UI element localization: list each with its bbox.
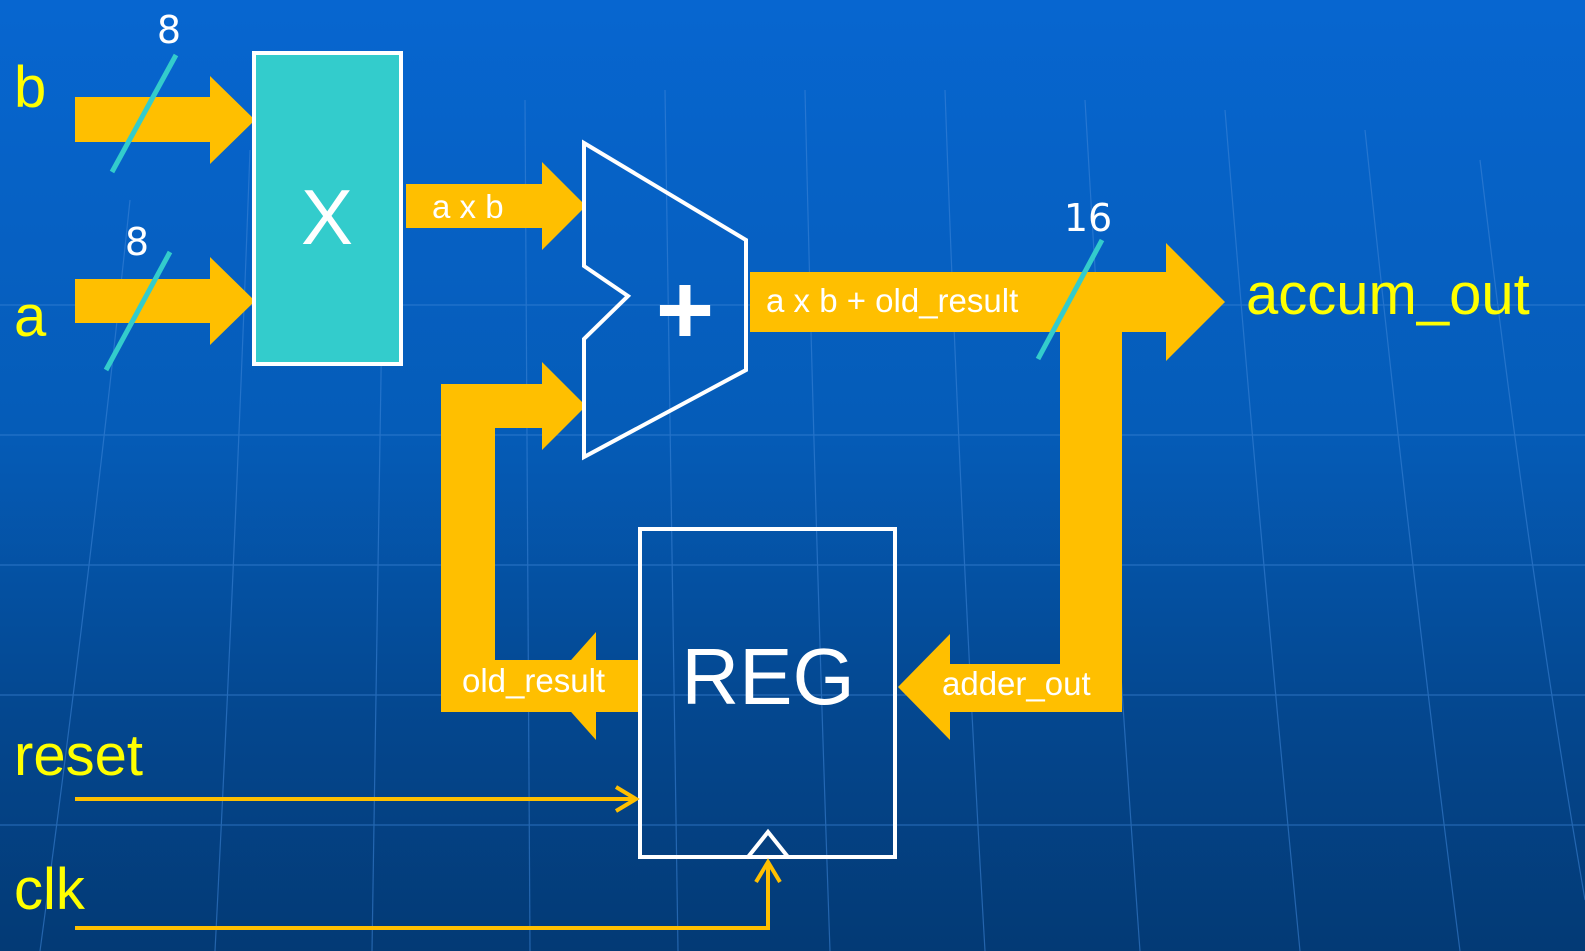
accum-out-label: accum_out bbox=[1246, 262, 1530, 327]
old-result-arrowhead bbox=[548, 632, 640, 740]
adder-block bbox=[582, 139, 748, 461]
clk-wire bbox=[75, 862, 770, 930]
clock-triangle-icon bbox=[746, 828, 790, 859]
product-label: a x b bbox=[432, 188, 504, 225]
out-width-slash bbox=[1035, 238, 1105, 361]
reset-label: reset bbox=[14, 723, 143, 788]
register-block bbox=[638, 527, 897, 859]
reset-arrowhead bbox=[614, 785, 640, 813]
old-result-label: old_result bbox=[462, 662, 605, 699]
bus-b-arrow bbox=[75, 76, 255, 164]
out-width: 16 bbox=[1064, 196, 1112, 240]
feedback-bus bbox=[441, 384, 640, 712]
register-label: REG bbox=[681, 632, 854, 721]
adder-symbol: + bbox=[656, 254, 714, 366]
adder-out-arrowhead bbox=[898, 634, 950, 740]
bus-a-width-slash bbox=[103, 250, 173, 372]
adder-out-label: adder_out bbox=[942, 665, 1091, 702]
bus-b-width: 8 bbox=[157, 8, 181, 52]
multiplier-block bbox=[252, 51, 403, 366]
bus-b-width-slash bbox=[109, 53, 179, 174]
clk-label: clk bbox=[14, 857, 86, 922]
input-a-label: a bbox=[14, 284, 47, 349]
input-b-label: b bbox=[14, 55, 46, 120]
feedback-arrow-into-adder bbox=[493, 362, 586, 450]
multiplier-symbol: X bbox=[301, 173, 353, 261]
adder-out-feedback-bus bbox=[945, 320, 1122, 712]
bus-a-width: 8 bbox=[125, 220, 149, 264]
product-bus-arrow bbox=[406, 162, 586, 250]
background-grid bbox=[0, 89, 1585, 951]
bus-a-arrow bbox=[75, 257, 255, 345]
clk-arrowhead bbox=[754, 858, 782, 884]
sum-label: a x b + old_result bbox=[766, 282, 1018, 319]
